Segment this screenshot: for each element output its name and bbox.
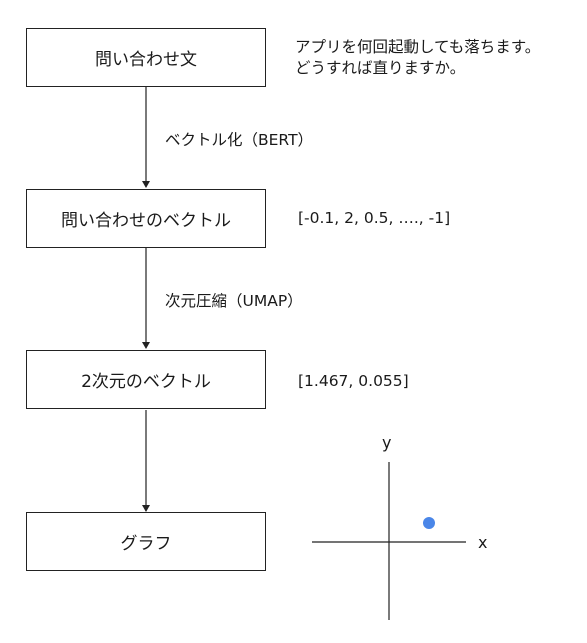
edge-label-reduce: 次元圧縮（UMAP） — [165, 292, 303, 310]
box-query-text-label: 問い合わせ文 — [95, 50, 197, 70]
x-axis-label: x — [478, 533, 488, 552]
query-example-line-1: アプリを何回起動しても落ちます。 — [295, 38, 541, 56]
box-graph: グラフ — [26, 512, 266, 571]
box-graph-label: グラフ — [120, 534, 172, 554]
data-point — [423, 517, 435, 529]
vector-2d-values-note: [1.467, 0.055] — [298, 372, 409, 390]
box-query-text: 問い合わせ文 — [26, 28, 266, 87]
box-query-vector-label: 問い合わせのベクトル — [61, 211, 231, 231]
scatter-plot — [312, 462, 466, 620]
vector-values-note: [-0.1, 2, 0.5, …., -1] — [298, 209, 451, 227]
edge-label-vectorize: ベクトル化（BERT） — [165, 131, 314, 149]
box-vector-2d-label: 2次元のベクトル — [81, 372, 211, 392]
query-example-line-2: どうすれば直りますか。 — [295, 59, 466, 77]
query-example-note: アプリを何回起動しても落ちます。 どうすれば直りますか。 — [295, 37, 540, 79]
box-vector-2d: 2次元のベクトル — [26, 350, 266, 409]
box-query-vector: 問い合わせのベクトル — [26, 189, 266, 248]
y-axis-label: y — [382, 433, 392, 452]
